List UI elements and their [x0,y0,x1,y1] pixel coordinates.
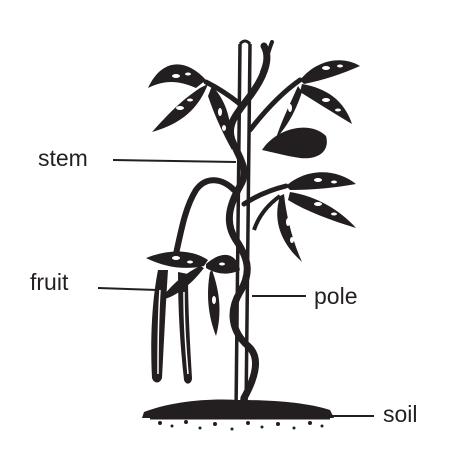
fruit-leader-line [97,287,159,291]
fruit-label: fruit [30,269,69,295]
soil-mound [142,399,334,431]
stem-label: stem [38,145,88,171]
leader-lines [97,159,374,417]
leaves [146,60,360,336]
stem [173,40,303,416]
pole-label: pole [314,283,358,309]
soil-label: soil [383,401,418,427]
stem-leader-line [112,159,237,163]
fruit-pods [151,270,192,384]
